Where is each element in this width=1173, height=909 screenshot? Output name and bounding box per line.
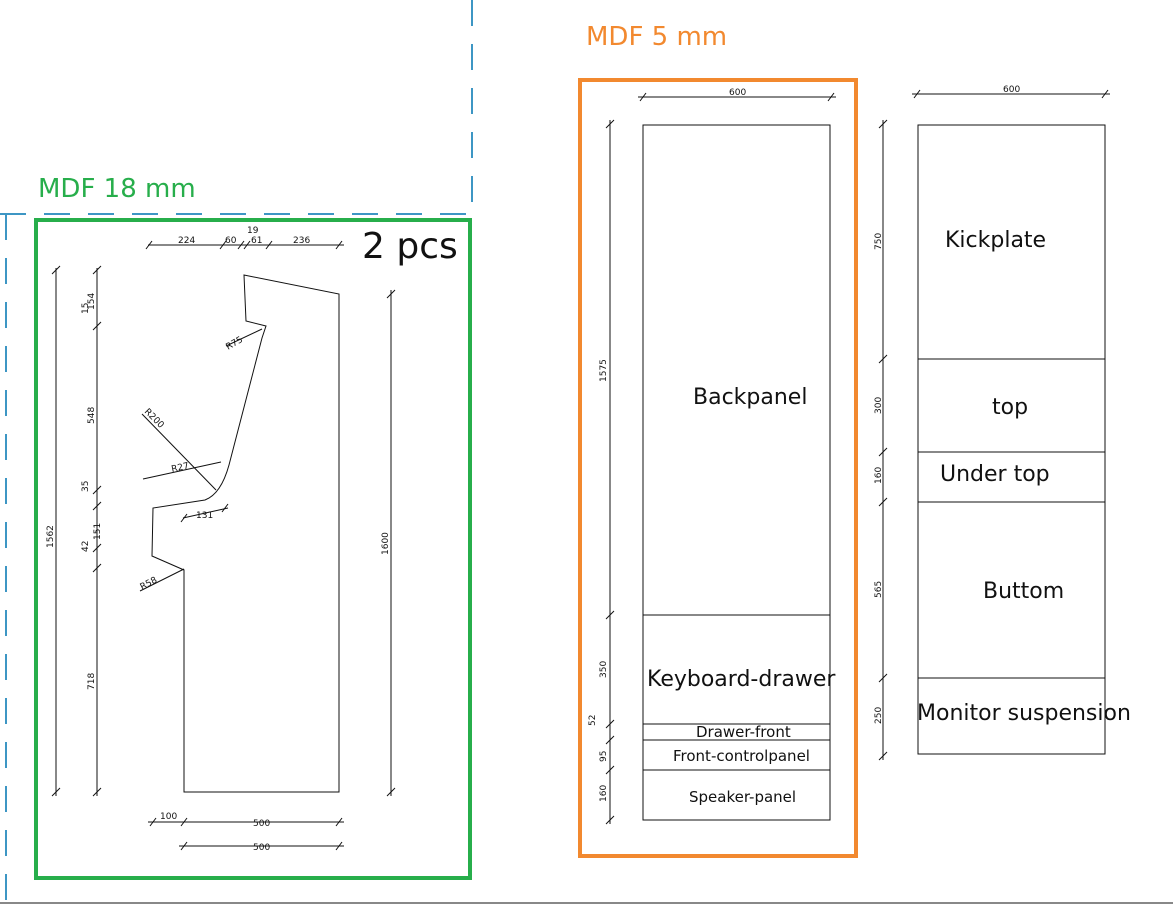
dim-131: 131 xyxy=(196,511,213,521)
row-kickplate-label: Kickplate xyxy=(945,228,1046,253)
right-width-label: 600 xyxy=(1003,85,1020,95)
row-front-controlpanel-label: Front-controlpanel xyxy=(673,747,810,765)
row-speaker-panel-label: Speaker-panel xyxy=(689,788,796,806)
dim-100: 100 xyxy=(160,812,177,822)
mdf18-frame xyxy=(34,218,472,880)
dim-r58: R58 xyxy=(139,575,160,592)
mdf18-count: 2 pcs xyxy=(362,226,458,267)
dashed-guide-lines xyxy=(0,0,473,909)
row-top-label: top xyxy=(992,395,1028,420)
row-keyboard-drawer-label: Keyboard-drawer xyxy=(647,667,836,692)
dim-42: 42 xyxy=(81,541,91,552)
dim-224: 224 xyxy=(178,236,195,246)
row-under-top-dim: 160 xyxy=(874,467,884,484)
left-panel-outline xyxy=(642,124,831,821)
dim-r200: R200 xyxy=(142,407,166,431)
dim-500b: 500 xyxy=(253,843,270,853)
dim-151: 151 xyxy=(93,523,103,540)
row-backpanel-label: Backpanel xyxy=(693,385,807,410)
row-backpanel-dim: 1575 xyxy=(599,359,609,382)
dim-60: 60 xyxy=(225,236,237,246)
row-drawer-front-label: Drawer-front xyxy=(696,723,791,741)
row-keyboard-drawer-dim: 350 xyxy=(599,661,609,678)
dim-154: 154 xyxy=(87,293,97,310)
row-kickplate-dim: 750 xyxy=(874,233,884,250)
mdf18-section: MDF 18 mm 2 pcs 224 60 19 61 236 1562 15… xyxy=(34,174,472,880)
dim-1562: 1562 xyxy=(46,525,56,548)
row-monitor-suspension-dim: 250 xyxy=(874,707,884,724)
dim-236: 236 xyxy=(293,236,310,246)
mdf18-title: MDF 18 mm xyxy=(38,174,196,204)
row-top-dim: 300 xyxy=(874,397,884,414)
mdf5-section: MDF 5 mm 600 Backpanel 1575 Keyboard-dra… xyxy=(578,22,1131,858)
dim-61: 61 xyxy=(251,236,262,246)
right-panel-outline xyxy=(917,124,1106,755)
dim-548: 548 xyxy=(87,407,97,424)
row-buttom-dim: 565 xyxy=(874,581,884,598)
dim-r75: R75 xyxy=(225,335,245,353)
row-drawer-front-dim: 52 xyxy=(588,715,598,726)
mdf5-frame xyxy=(578,78,858,858)
row-under-top-label: Under top xyxy=(940,462,1050,487)
dim-718: 718 xyxy=(87,673,97,690)
row-monitor-suspension-label: Monitor suspension xyxy=(917,701,1131,726)
dim-r27: R27 xyxy=(171,461,190,474)
dim-15: 15 xyxy=(81,303,91,314)
dim-35: 35 xyxy=(81,481,91,492)
dim-500: 500 xyxy=(253,819,270,829)
mdf5-title: MDF 5 mm xyxy=(586,22,727,52)
left-width-label: 600 xyxy=(729,88,746,98)
row-speaker-panel-dim: 160 xyxy=(599,785,609,802)
dim-1600: 1600 xyxy=(381,532,391,555)
row-buttom-label: Buttom xyxy=(983,579,1064,604)
row-front-controlpanel-dim: 95 xyxy=(599,751,609,762)
side-panel-outline xyxy=(151,274,340,793)
dim-19: 19 xyxy=(247,226,259,236)
